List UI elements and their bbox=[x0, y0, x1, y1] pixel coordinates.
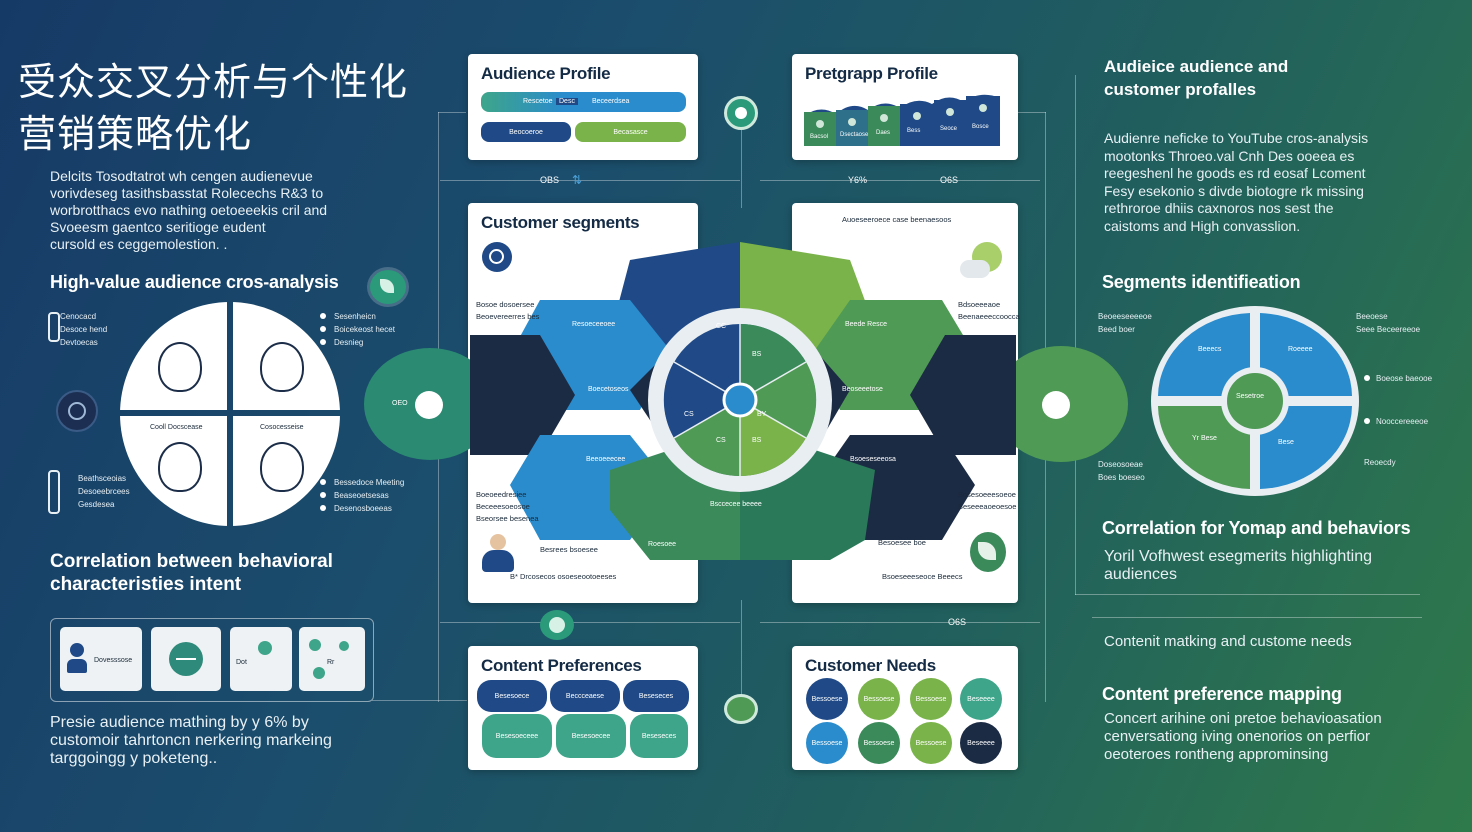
bottom-paragraph: Presie audience mathing by y 6% by custo… bbox=[50, 714, 332, 767]
card-title: Audience Profile bbox=[481, 64, 611, 83]
card-title: Content Preferences bbox=[481, 656, 642, 675]
connector-line bbox=[440, 180, 740, 181]
blob-label: OEO bbox=[392, 400, 408, 407]
intro-paragraph: Delcits Tosodtatrot wh cengen audienevue… bbox=[50, 168, 328, 252]
target-icon bbox=[56, 390, 98, 432]
connector-line bbox=[1075, 594, 1420, 595]
connector-line bbox=[760, 180, 1040, 181]
content-preferences-card: Content Preferences Besesoece Beccceaese… bbox=[468, 646, 698, 770]
connector-label: O6S bbox=[948, 617, 967, 627]
need-circle: Bessoese bbox=[858, 722, 900, 764]
content-mapping-text: Concert arihine oni pretoe behavioasatio… bbox=[1104, 710, 1382, 763]
connector-line bbox=[438, 112, 466, 113]
segments-legend-bottom: Doseosoeae Boes boeseo bbox=[1098, 460, 1145, 482]
preference-pill: Besesoece bbox=[477, 680, 547, 712]
segments-side-labels: Boeose baeooe Nooccereeeoe Reoecdy bbox=[1364, 374, 1433, 467]
legend-bottom-right: Bessedoce Meeting Beaseoetsesas Desenosb… bbox=[320, 476, 404, 515]
connector-line bbox=[741, 128, 742, 208]
correlation-yomap-text: Yoril Vofhwest esegmerits highlighting a… bbox=[1104, 548, 1373, 583]
person-icon bbox=[478, 530, 518, 574]
card-title: Customer segments bbox=[481, 213, 640, 232]
legend-bracket bbox=[48, 312, 60, 342]
need-circle: Bessoese bbox=[910, 678, 952, 720]
card-title: Pretgrapp Profile bbox=[805, 64, 938, 83]
need-circle: Bessoese bbox=[806, 722, 848, 764]
flow-step: Rr bbox=[299, 627, 365, 691]
correlation-yomap-heading: Correlation for Yomap and behaviors bbox=[1102, 518, 1411, 538]
face-icon bbox=[260, 342, 304, 392]
customer-needs-card: Customer Needs Bessoese Bessoese Bessoes… bbox=[792, 646, 1018, 770]
connector-line bbox=[372, 700, 467, 701]
connector-line bbox=[1075, 75, 1076, 595]
arrow-icon: ⇅ bbox=[572, 173, 583, 187]
connector-label: Y6% bbox=[848, 175, 868, 185]
preference-pill: Besesoeceee bbox=[482, 714, 552, 758]
audience-profiles-heading: Audieice audience and customer profalles bbox=[1104, 57, 1289, 99]
segments-wheel-diagram bbox=[470, 242, 1016, 560]
node-icon bbox=[540, 610, 574, 640]
need-circle: Beseeee bbox=[960, 678, 1002, 720]
need-circle: Bessoese bbox=[806, 678, 848, 720]
card-title: Customer Needs bbox=[805, 656, 936, 675]
connector-line bbox=[760, 622, 1040, 623]
flow-step bbox=[151, 627, 221, 691]
node-icon bbox=[724, 96, 758, 130]
content-mapping-heading: Content preference mapping bbox=[1102, 684, 1342, 704]
connector-line bbox=[741, 600, 742, 700]
connector-line bbox=[1092, 617, 1422, 618]
flow-step: Dovesssose bbox=[60, 627, 142, 691]
segments-pie-chart bbox=[1151, 306, 1359, 496]
flow-step: Dot bbox=[230, 627, 292, 691]
node-icon bbox=[1042, 391, 1070, 419]
legend-bracket bbox=[48, 470, 60, 514]
connector-label: O6S bbox=[940, 175, 959, 185]
face-icon bbox=[158, 342, 202, 392]
preference-pill: Besesoecee bbox=[556, 714, 626, 758]
high-value-heading: High-value audience cros-analysis bbox=[50, 272, 339, 292]
segments-legend-left: Beoeeseeeeoe Beed boer bbox=[1098, 312, 1152, 334]
node-icon bbox=[415, 391, 443, 419]
node-icon bbox=[724, 694, 758, 724]
page-title: 受众交叉分析与个性化 营销策略优化 bbox=[18, 60, 409, 156]
profile-bar: Beocoeroe bbox=[481, 122, 571, 142]
person-icon bbox=[70, 643, 84, 657]
segments-legend-right: Beeoese Seee Beceereeoe bbox=[1356, 312, 1421, 334]
face-icon bbox=[158, 442, 202, 492]
connector-line bbox=[1018, 112, 1046, 113]
connector-line bbox=[440, 622, 740, 623]
audience-profile-card: Audience Profile Rescetoe Desc Beceerdse… bbox=[468, 54, 698, 160]
need-circle: Bessoese bbox=[910, 722, 952, 764]
legend-top: Cenocacd Desoce hend Devtoecas bbox=[60, 312, 108, 347]
segments-heading: Segments identifieation bbox=[1102, 272, 1301, 292]
behavior-flow-panel: Dovesssose Dot Rr bbox=[50, 618, 374, 702]
preference-pill: Beccceaese bbox=[550, 680, 620, 712]
audience-profiles-text: Audienre neficke to YouTube cros-analysi… bbox=[1104, 130, 1369, 234]
pulse-icon bbox=[169, 642, 203, 676]
profile-bar bbox=[481, 92, 686, 112]
pretgrapp-profile-card: Pretgrapp Profile Bacsol Dsectaose Daes … bbox=[792, 54, 1018, 160]
connector-label: OBS bbox=[540, 175, 560, 185]
matching-text: Contenit matking and custome needs bbox=[1104, 633, 1352, 650]
audience-quadrant-chart: Cooll Docscease Cosocesseise bbox=[120, 302, 340, 526]
face-icon bbox=[260, 442, 304, 492]
correlation-heading: Correlation between behavioral character… bbox=[50, 551, 333, 595]
preference-pill: Beseseces bbox=[623, 680, 689, 712]
lime-icon bbox=[960, 240, 1004, 280]
profile-wave-chart bbox=[804, 94, 1000, 146]
leaf-icon bbox=[970, 532, 1006, 572]
preference-pill: Beseseces bbox=[630, 714, 688, 758]
leaf-icon bbox=[370, 270, 406, 304]
search-icon bbox=[482, 242, 512, 272]
need-circle: Bessoese bbox=[858, 678, 900, 720]
profile-bar: Becasasce bbox=[575, 122, 686, 142]
need-circle: Beseeee bbox=[960, 722, 1002, 764]
legend-bottom: Beathsceoias Desoeebrcees Gesdesea bbox=[78, 474, 130, 509]
